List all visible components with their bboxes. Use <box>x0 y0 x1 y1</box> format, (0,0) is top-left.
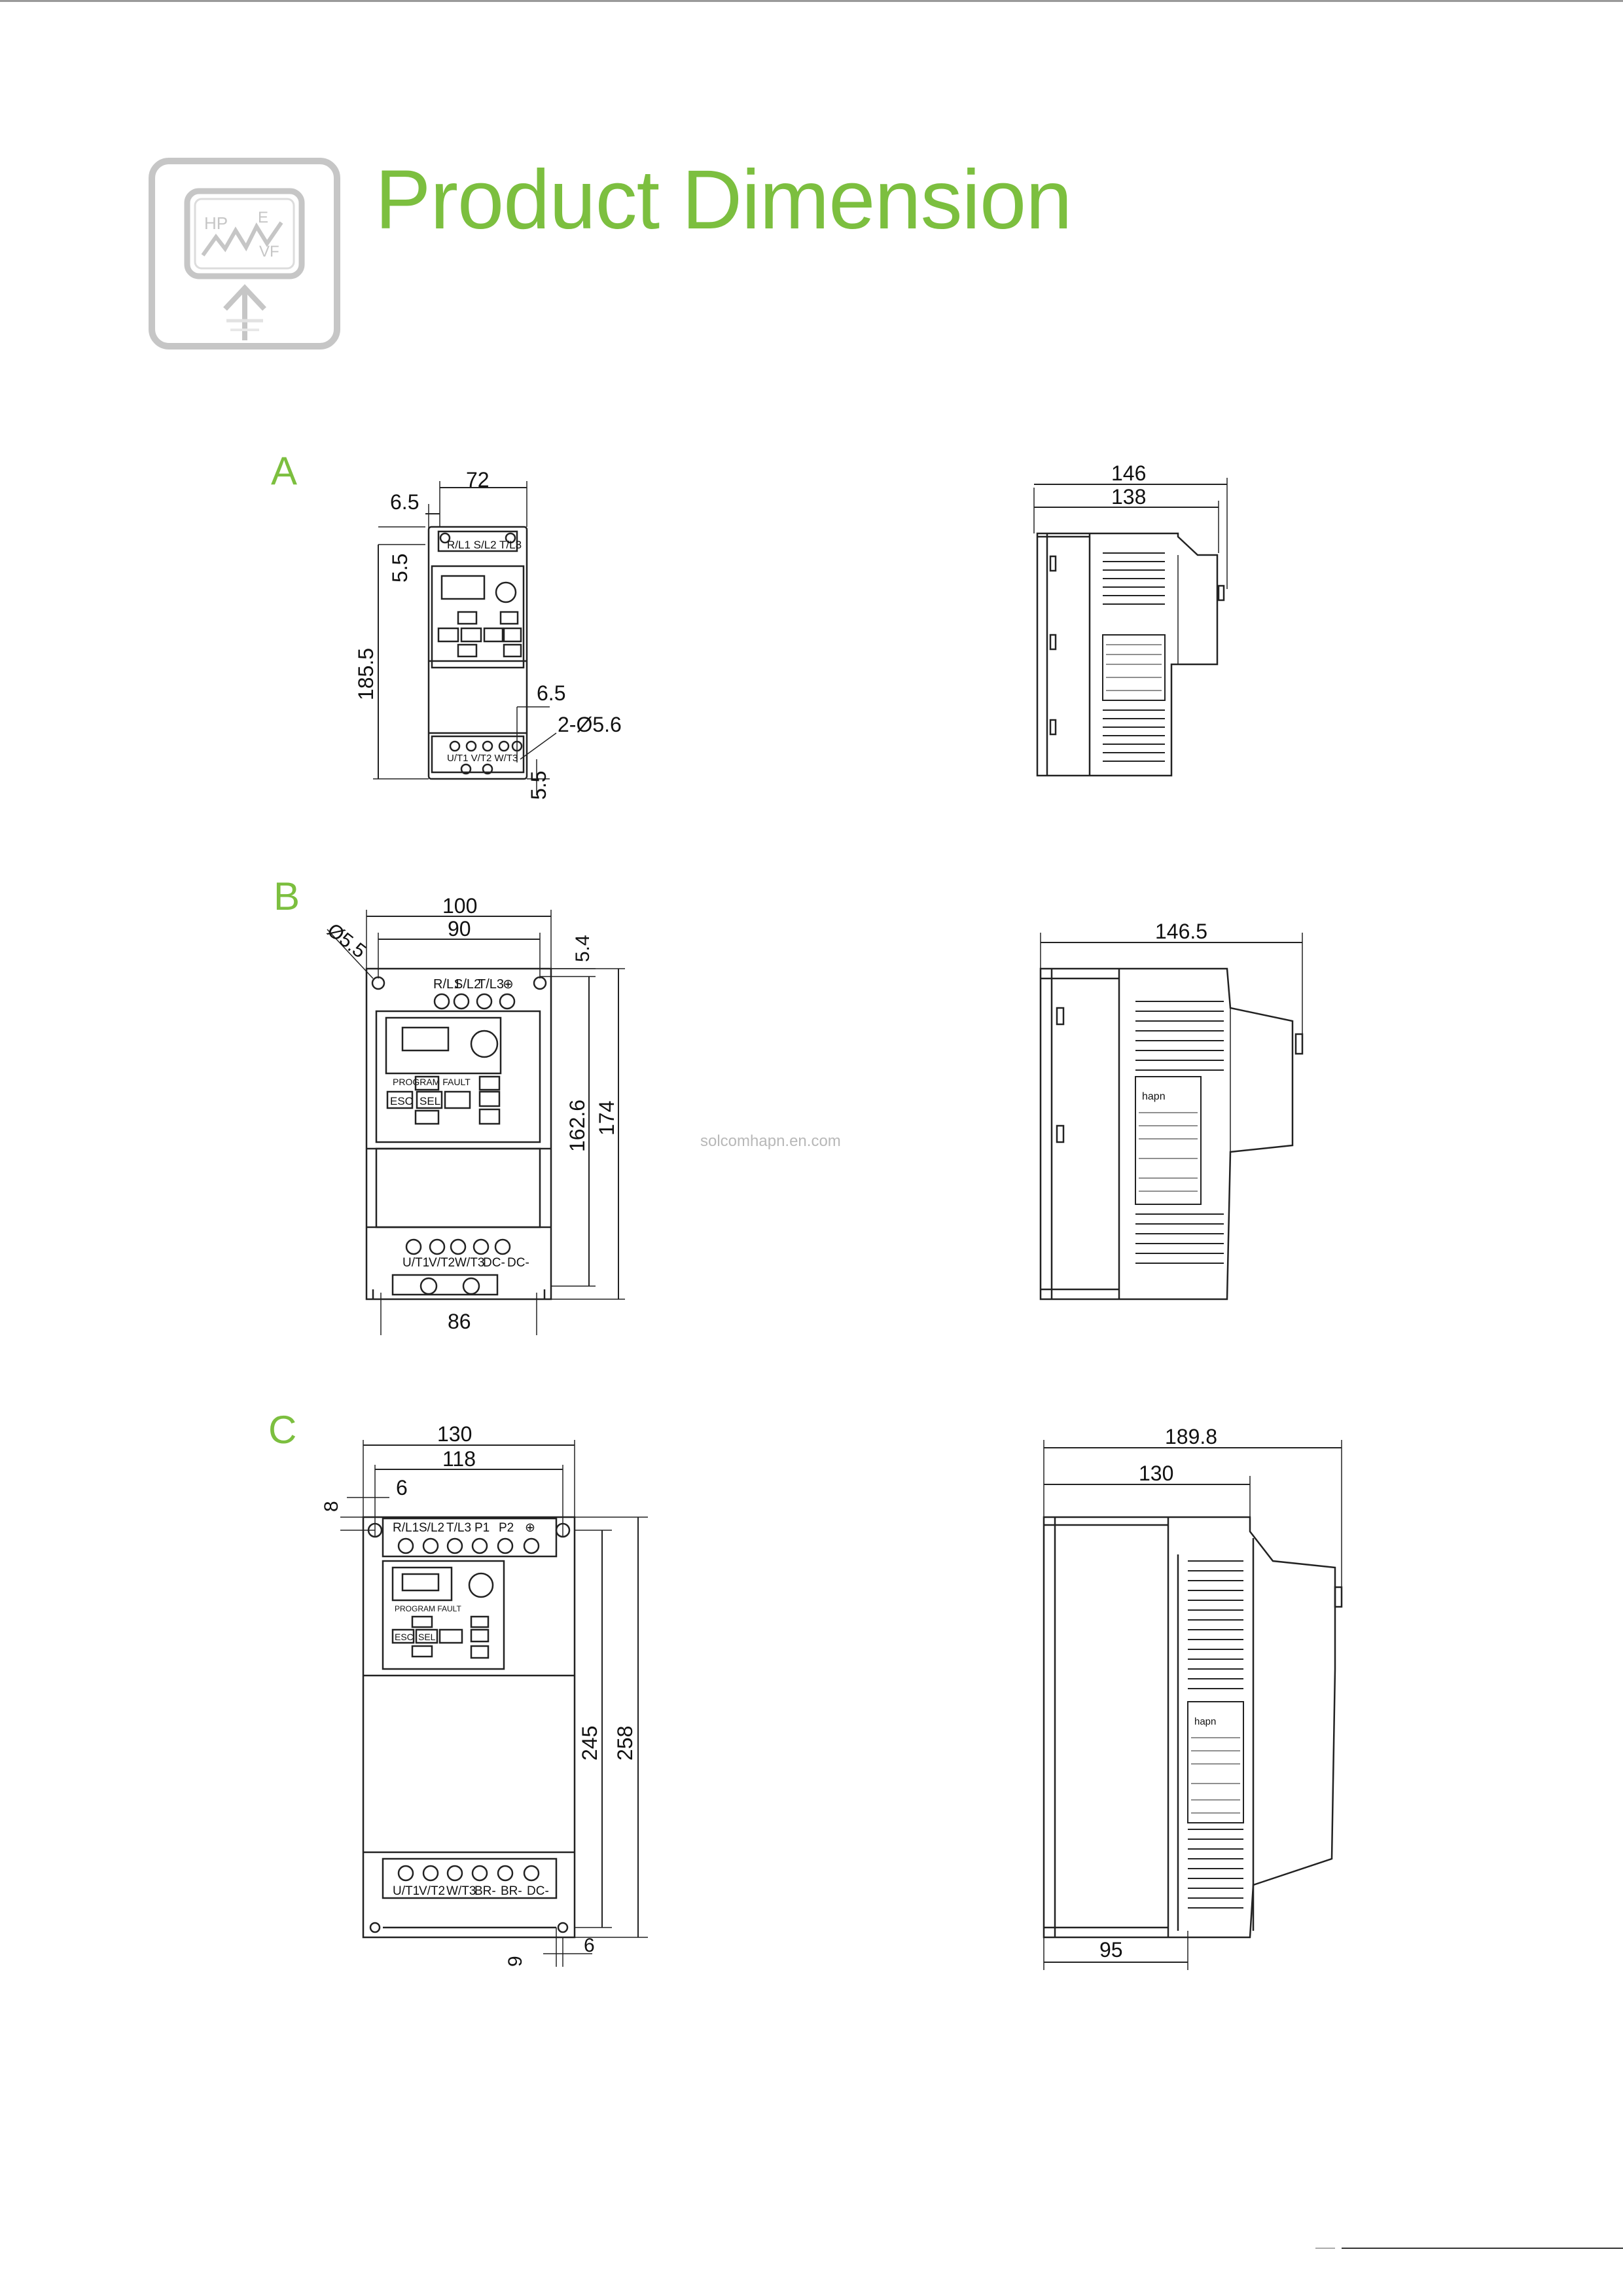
c-program-fault-label: PROGRAM FAULT <box>395 1604 461 1613</box>
b-label-brand: hapn <box>1142 1091 1166 1102</box>
b-terminal-rl1: R/L1 <box>433 977 461 992</box>
c-dim-245: 245 <box>578 1726 601 1761</box>
c-side-dim-189-8: 189.8 <box>1165 1425 1217 1448</box>
section-c-front-view: R/L1 S/L2 T/L3 P1 P2 ⊕ PROGRAM FAULT ESC… <box>321 1422 648 1967</box>
c-terminal-vt2: V/T2 <box>419 1884 445 1898</box>
frequency-inverter-icon: HP E VF <box>149 158 340 350</box>
b-dim-174: 174 <box>595 1101 618 1136</box>
b-esc-key: ESC <box>390 1095 413 1107</box>
b-dim-5-4: 5.4 <box>572 935 594 962</box>
page-title: Product Dimension <box>375 153 1072 247</box>
c-terminal-dc: DC- <box>527 1884 549 1898</box>
b-dim-90: 90 <box>448 917 471 941</box>
footer-rule <box>1342 2248 1623 2249</box>
b-terminal-wt3: W/T3 <box>455 1256 484 1270</box>
c-dim-6-top: 6 <box>396 1476 408 1499</box>
c-dim-258: 258 <box>613 1726 637 1761</box>
a-side-dim-146: 146 <box>1111 461 1146 485</box>
b-terminal-ground: ⊕ <box>503 977 514 992</box>
b-terminal-sl2: S/L2 <box>454 977 481 992</box>
section-a-front-view: R/L1 S/L2 T/L3 U/T1 V/T2 W/T3 72 6.5 5.5… <box>354 468 622 800</box>
logo-text-hp: HP <box>204 213 228 233</box>
c-dim-130: 130 <box>437 1422 472 1446</box>
c-terminal-ground: ⊕ <box>525 1521 535 1535</box>
logo-text-vf: VF <box>259 243 279 260</box>
b-dim-100: 100 <box>442 894 477 918</box>
section-letter-c: C <box>268 1408 297 1452</box>
a-side-dim-138: 138 <box>1111 485 1146 509</box>
c-terminal-wt3: W/T3 <box>446 1884 476 1898</box>
a-top-terminals: R/L1 S/L2 T/L3 <box>447 539 522 551</box>
top-rule <box>0 0 1623 2</box>
c-dim-118: 118 <box>442 1447 476 1471</box>
b-side-dim-146-5: 146.5 <box>1155 920 1207 943</box>
logo-text-e: E <box>258 209 268 226</box>
section-letter-a: A <box>271 449 298 493</box>
b-sel-key: SEL <box>419 1095 440 1107</box>
c-terminal-br-1: BR- <box>474 1884 496 1898</box>
c-terminal-rl1: R/L1 <box>393 1521 419 1535</box>
c-dim-6-bottom: 6 <box>584 1935 595 1956</box>
b-terminal-dc-1: DC- <box>483 1256 505 1270</box>
c-terminal-br-2: BR- <box>501 1884 522 1898</box>
a-dim-5-5-bottom: 5.5 <box>527 771 550 800</box>
section-b-side-view: hapn 146.5 <box>1039 920 1304 1300</box>
section-a-side-view: 146 138 <box>1033 461 1228 777</box>
c-terminal-sl2: S/L2 <box>419 1521 444 1535</box>
a-bottom-terminals: U/T1 V/T2 W/T3 <box>447 753 518 764</box>
c-sel-key: SEL <box>418 1632 436 1642</box>
b-vent-slots <box>1135 1001 1224 1264</box>
a-dim-185-5: 185.5 <box>354 648 378 700</box>
c-dim-9: 9 <box>505 1956 526 1967</box>
c-vent-slots <box>1188 1560 1243 1909</box>
b-terminal-tl3: T/L3 <box>478 977 504 992</box>
a-dim-72: 72 <box>466 468 490 492</box>
section-c-side-view: hapn 189.8 130 95 <box>1043 1425 1343 1970</box>
c-side-dim-95: 95 <box>1099 1938 1123 1962</box>
footer-rule-short <box>1315 2248 1335 2249</box>
b-dim-d5-5: Ø5.5 <box>323 920 370 963</box>
b-dim-86: 86 <box>448 1310 471 1333</box>
c-terminal-tl3: T/L3 <box>446 1521 471 1535</box>
c-terminal-ut1: U/T1 <box>393 1884 419 1898</box>
c-terminal-p1: P1 <box>474 1521 490 1535</box>
a-dim-2-d5-6: 2-Ø5.6 <box>558 713 622 736</box>
b-terminal-dc-2: DC- <box>507 1256 529 1270</box>
b-dim-162-6: 162.6 <box>565 1100 589 1152</box>
a-dim-6-5-top: 6.5 <box>390 490 419 514</box>
section-letter-b: B <box>274 874 300 918</box>
c-dim-8: 8 <box>321 1501 342 1512</box>
a-vent-slots <box>1103 552 1165 762</box>
section-b-front-view: R/L1 S/L2 T/L3 ⊕ PROGRAM FAULT ESC SEL U… <box>323 894 625 1335</box>
c-esc-key: ESC <box>395 1632 414 1642</box>
b-terminal-vt2: V/T2 <box>429 1256 455 1270</box>
a-dim-6-5-bottom: 6.5 <box>537 681 565 705</box>
c-side-dim-130: 130 <box>1139 1462 1173 1485</box>
b-terminal-ut1: U/T1 <box>402 1256 429 1270</box>
c-terminal-p2: P2 <box>499 1521 514 1535</box>
b-program-fault-label: PROGRAM FAULT <box>393 1077 471 1087</box>
watermark: solcomhapn.en.com <box>700 1132 841 1150</box>
c-label-brand: hapn <box>1194 1716 1216 1727</box>
a-dim-5-5-top: 5.5 <box>388 554 412 583</box>
